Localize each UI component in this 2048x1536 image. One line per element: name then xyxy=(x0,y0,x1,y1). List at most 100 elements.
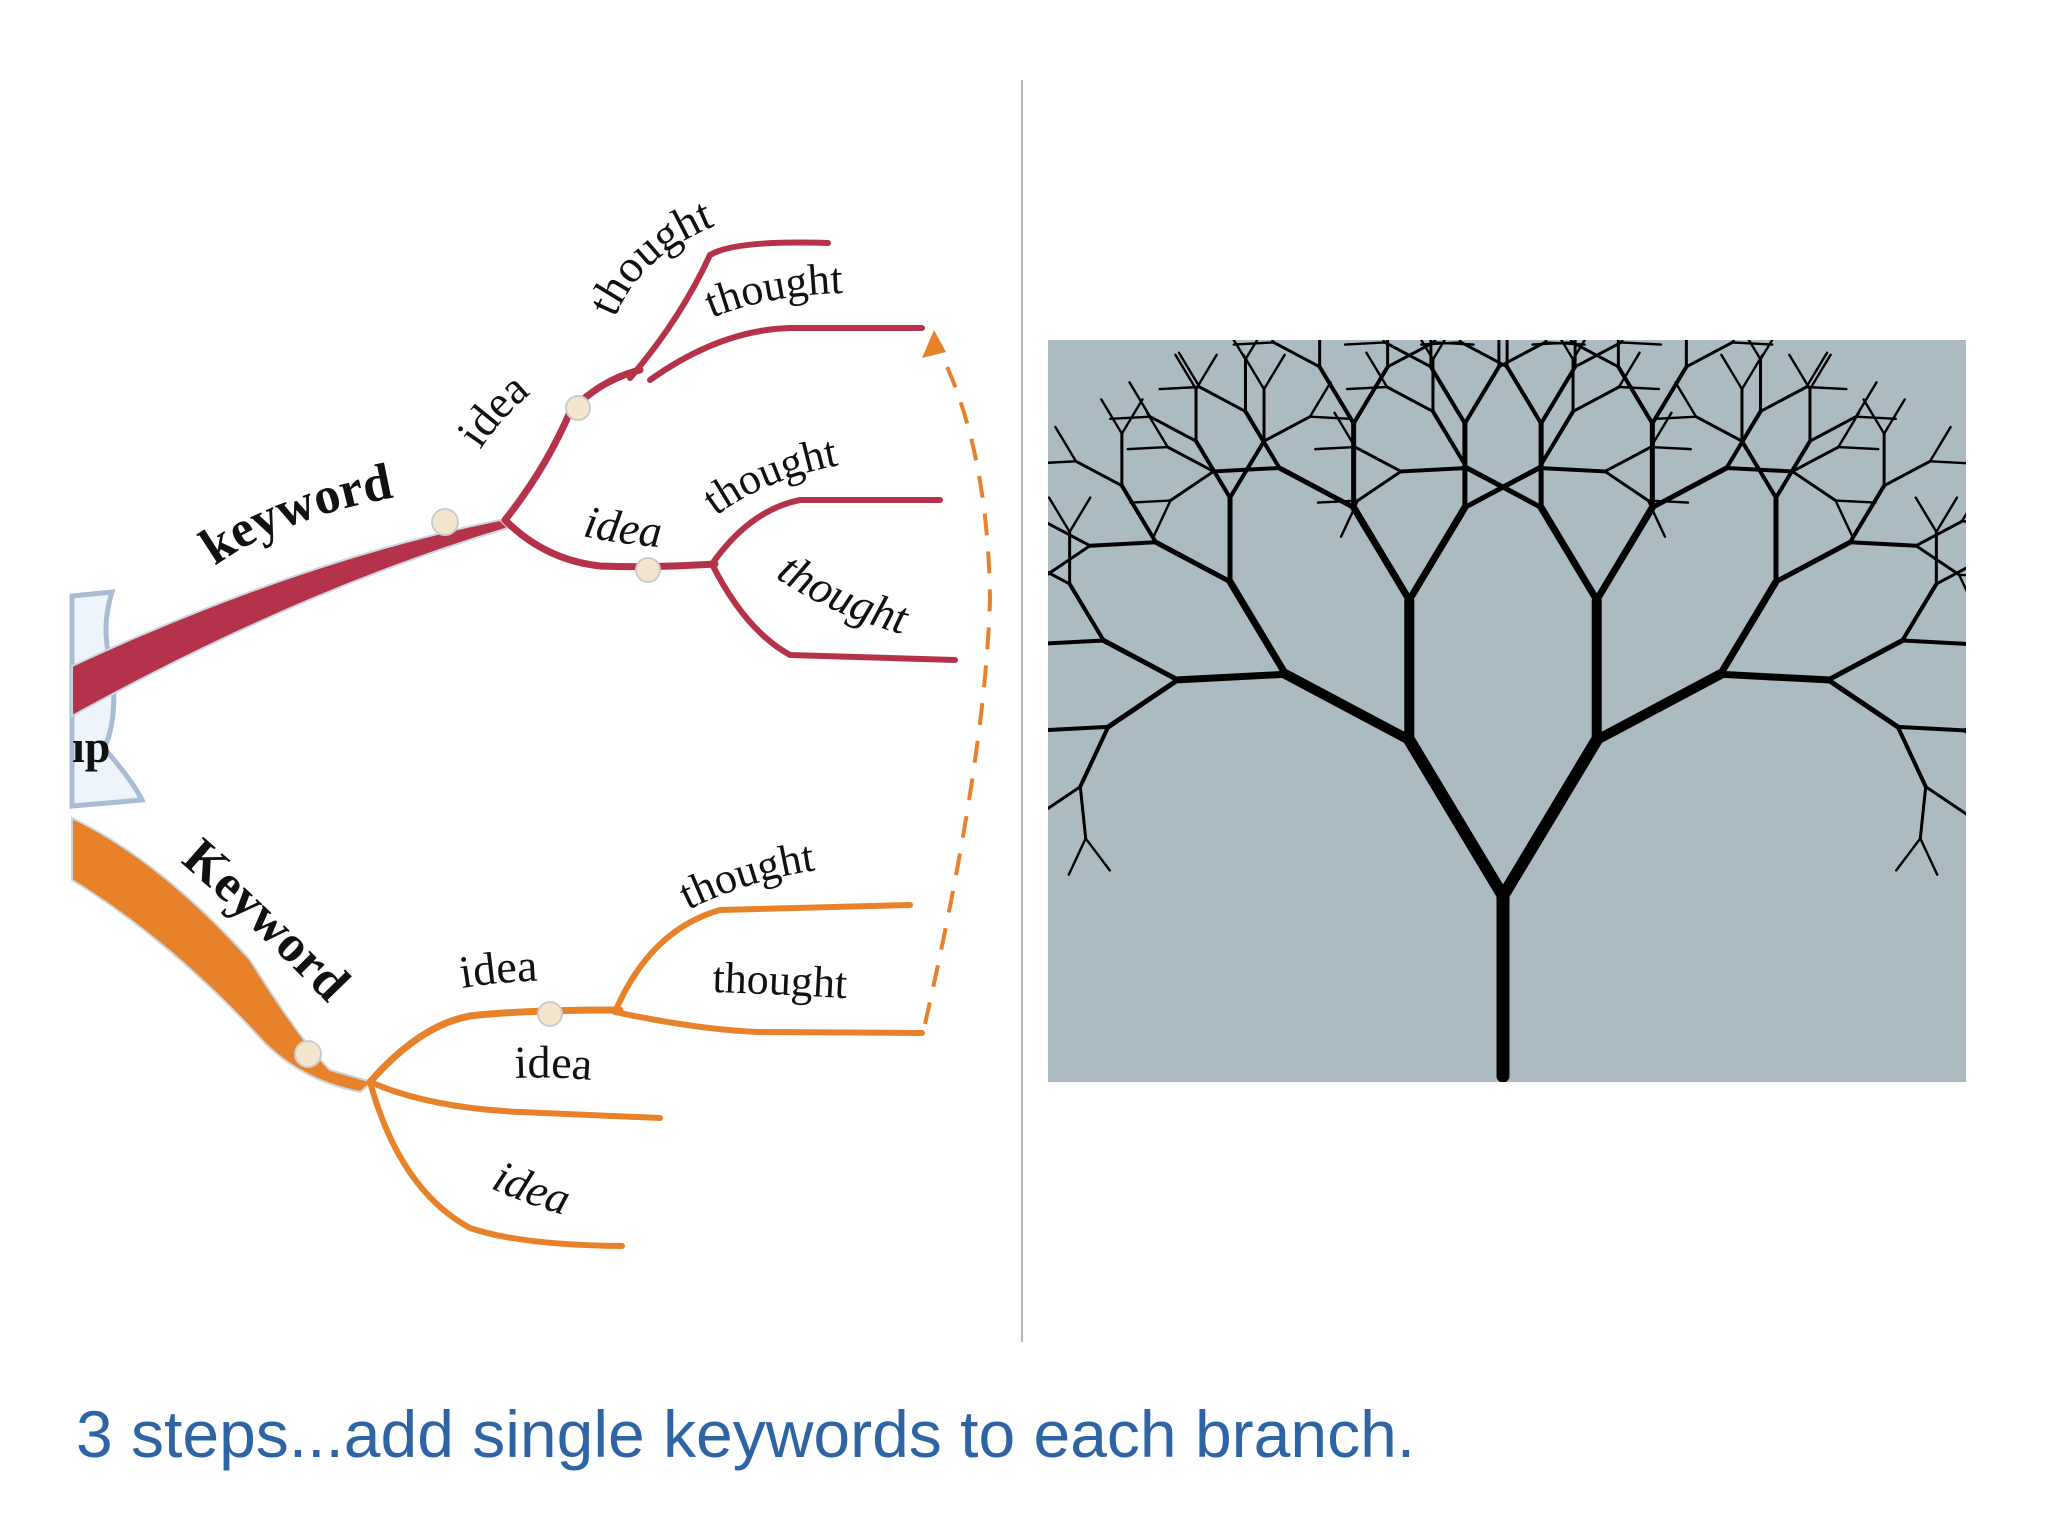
red-thought-stem-upper-b xyxy=(647,325,925,383)
tree-branch-level-4 xyxy=(1119,483,1158,545)
tree-branch-level-5 xyxy=(1385,385,1435,413)
tree-branch-level-6 xyxy=(1619,341,1663,346)
orange-idea-label-3: idea xyxy=(486,1150,577,1224)
tree-branch-level-4 xyxy=(1048,724,1111,733)
tree-branch-level-2 xyxy=(1226,578,1290,678)
tree-branch-level-6 xyxy=(1308,415,1352,421)
tree-branch-level-6 xyxy=(1174,353,1198,391)
tree-branch-level-5 xyxy=(1262,415,1312,443)
tree-branch-level-5 xyxy=(1694,415,1744,443)
tree-branch-level-6 xyxy=(1834,499,1877,504)
orange-idea-label-1: idea xyxy=(456,940,539,998)
red-keyword-node xyxy=(431,508,459,536)
tree-branch-level-6 xyxy=(1674,381,1698,418)
tree-branch-level-6 xyxy=(1048,460,1078,464)
tree-branch-level-1 xyxy=(1280,669,1415,745)
orange-idea-stem-2 xyxy=(367,1079,663,1121)
orange-thought-label-2: thought xyxy=(712,953,849,1008)
tree-branch-level-5 xyxy=(1603,469,1650,503)
red-idea-label-upper: idea xyxy=(446,362,537,455)
tree-branch-level-5 xyxy=(1684,340,1734,369)
tree-branch-level-6 xyxy=(1048,496,1071,534)
tree-branch-level-6 xyxy=(1854,381,1878,418)
tree-branch-level-3 xyxy=(1773,539,1853,585)
tree-branch-level-3 xyxy=(1153,539,1233,585)
tree-branch-level-6 xyxy=(1654,415,1698,421)
tree-branch-level-6 xyxy=(1177,351,1201,389)
tree-branch-level-4 xyxy=(1048,638,1106,646)
tree-branch-level-5 xyxy=(1918,785,1928,840)
tree-branch-level-6 xyxy=(1145,411,1169,449)
orange-keyword-node xyxy=(294,1040,322,1068)
tree-branch-level-2 xyxy=(1405,503,1469,604)
red-branch xyxy=(71,239,958,718)
tree-branch-level-3 xyxy=(1101,637,1181,683)
tree-branch-level-6 xyxy=(1232,341,1275,346)
tree-branch-level-5 xyxy=(1074,459,1124,488)
arrow-head-icon xyxy=(922,330,946,358)
central-node-label: ıp xyxy=(72,721,110,772)
tree-branch-level-6 xyxy=(1420,341,1463,346)
fractal-tree xyxy=(1048,340,1966,1082)
tree-branch-level-3 xyxy=(1649,465,1730,510)
central-node xyxy=(69,589,146,809)
tree-branch-level-6 xyxy=(1339,499,1360,538)
tree-branch-level-6 xyxy=(1158,385,1201,391)
tree-branch-level-4 xyxy=(1211,465,1282,474)
tree-branch-level-2 xyxy=(1537,503,1601,604)
orange-idea-label-2: idea xyxy=(514,1036,595,1089)
tree-branch-level-6 xyxy=(1808,353,1832,391)
tree-branch-level-4 xyxy=(1505,364,1544,426)
tree-branch-level-6 xyxy=(1308,381,1332,418)
tree-branch-level-6 xyxy=(1747,340,1762,361)
tree-branch-level-6 xyxy=(1834,499,1854,538)
tree-branch-level-6 xyxy=(1313,445,1357,451)
tree-branch-level-6 xyxy=(1919,837,1939,876)
tree-branch-level-6 xyxy=(1054,425,1078,463)
tree-branch-level-4 xyxy=(1539,364,1578,426)
orange-thought-stem-1 xyxy=(612,902,913,1015)
red-thought-label-1: thought xyxy=(577,188,719,322)
tree-branch-level-5 xyxy=(1759,385,1808,413)
tree-branch-level-5 xyxy=(1790,445,1840,473)
tree-branch-level-6 xyxy=(1333,411,1357,449)
tree-branch-level-6 xyxy=(1960,512,1966,523)
tree-branch-level-4 xyxy=(1537,465,1607,474)
tree-branch-level-3 xyxy=(1105,677,1181,730)
red-thought-label-2: thought xyxy=(698,254,844,327)
tree-branch-level-2 xyxy=(1174,670,1290,684)
tree-branch-level-4 xyxy=(1087,540,1158,548)
tree-branch-level-6 xyxy=(1419,340,1435,361)
tree-branch-level-4 xyxy=(1739,439,1778,500)
tree-branch-level-4 xyxy=(1243,409,1282,470)
tree-branch-level-5 xyxy=(1603,445,1653,473)
tree-branch-level-4 xyxy=(1067,581,1106,643)
tree-branch-level-2 xyxy=(1716,578,1780,678)
tree-branch-level-4 xyxy=(1895,724,1928,789)
orange-idea-stem-1 xyxy=(366,1006,624,1086)
red-idea-label-lower: idea xyxy=(580,496,664,557)
tree-branch-level-6 xyxy=(1345,385,1389,391)
tree-branch-level-1 xyxy=(1591,669,1726,745)
orange-branch xyxy=(71,816,925,1249)
tree-branch-level-6 xyxy=(1100,398,1124,435)
red-idea-stem-lower xyxy=(501,516,719,571)
tree-branch-level-6 xyxy=(1935,496,1959,534)
tree-branch-level-4 xyxy=(1430,409,1469,470)
tree-branch-level-6 xyxy=(1720,353,1744,391)
tree-branch-level-6 xyxy=(1805,385,1848,391)
tree-branch-level-5 xyxy=(1148,415,1198,443)
tree-branch-level-4 xyxy=(1351,364,1390,426)
tree-branch-level-4 xyxy=(1848,540,1919,548)
red-thought-stem-mid-b xyxy=(709,561,958,663)
tree-branch-level-6 xyxy=(1068,496,1092,534)
tree-branch-level-5 xyxy=(1048,544,1092,576)
red-main-stem xyxy=(71,518,510,718)
tree-branch-level-4 xyxy=(1428,364,1467,426)
tree-branch-level-6 xyxy=(1067,837,1087,876)
tree-branch-level-4 xyxy=(1616,364,1655,426)
tree-branch-level-5 xyxy=(1168,469,1216,503)
tree-branch-level-6 xyxy=(1928,425,1952,463)
tree-branch-level-5 xyxy=(1570,340,1620,369)
dashed-connector xyxy=(923,339,993,1025)
